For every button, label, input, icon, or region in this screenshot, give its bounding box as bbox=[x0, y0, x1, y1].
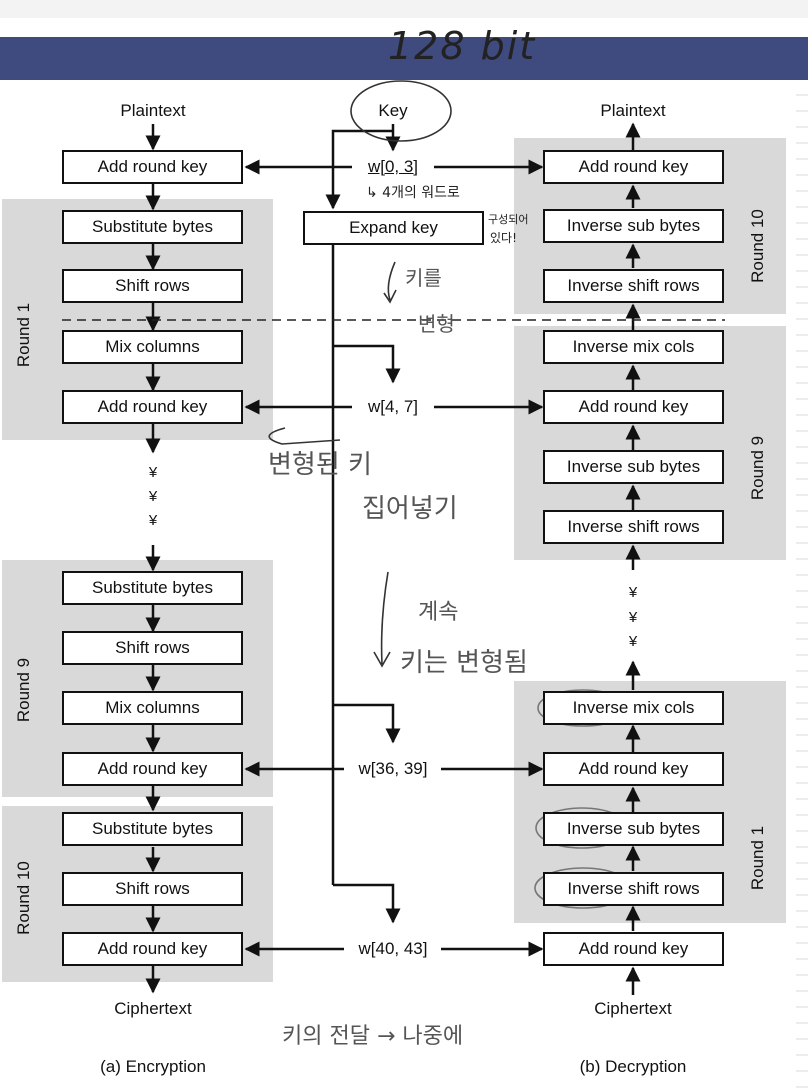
dec-dot-3: ¥ bbox=[628, 633, 638, 650]
dec-r10-inv-sub-bytes: Inverse sub bytes bbox=[543, 209, 724, 243]
enc-r10-add-round-key: Add round key bbox=[62, 932, 243, 966]
dec-r10-inv-shift-rows: Inverse shift rows bbox=[543, 269, 724, 303]
dec-caption: (b) Decryption bbox=[579, 1057, 687, 1076]
page-edge bbox=[796, 80, 808, 1090]
title-banner bbox=[0, 37, 808, 80]
note-key-transform-1: 키를 bbox=[405, 266, 442, 290]
enc-dot-2: ¥ bbox=[148, 488, 158, 505]
expand-key-box: Expand key bbox=[303, 211, 484, 245]
enc-r9-substitute-bytes: Substitute bytes bbox=[62, 571, 243, 605]
key-w0-3: w[0, 3] bbox=[367, 157, 419, 176]
dec-r9-inv-sub-bytes: Inverse sub bytes bbox=[543, 450, 724, 484]
enc-dot-1: ¥ bbox=[148, 464, 158, 481]
dec-r1-inv-sub-bytes: Inverse sub bytes bbox=[543, 812, 724, 846]
key-label: Key bbox=[378, 101, 408, 120]
dec-r1-add-round-key: Add round key bbox=[543, 752, 724, 786]
note-continue: 계속 bbox=[418, 600, 459, 625]
dec-add-round-key-final: Add round key bbox=[543, 932, 724, 966]
dec-ciphertext-label: Ciphertext bbox=[594, 999, 672, 1018]
dec-r9-add-round-key: Add round key bbox=[543, 390, 724, 424]
dec-round1-label: Round 1 bbox=[748, 825, 767, 891]
note-four-words: ↳ 4개의 워드로 bbox=[366, 185, 460, 201]
note-insert: 집어넣기 bbox=[362, 494, 458, 524]
enc-round9-label: Round 9 bbox=[14, 657, 33, 723]
enc-r10-shift-rows: Shift rows bbox=[62, 872, 243, 906]
enc-r9-shift-rows: Shift rows bbox=[62, 631, 243, 665]
enc-r1-mix-columns: Mix columns bbox=[62, 330, 243, 364]
dec-dot-1: ¥ bbox=[628, 584, 638, 601]
key-w40-43: w[40, 43] bbox=[358, 939, 428, 958]
dec-round10-label: Round 10 bbox=[748, 209, 767, 283]
note-key-transform-2: 변형 bbox=[418, 312, 455, 336]
dec-r9-inv-shift-rows: Inverse shift rows bbox=[543, 510, 724, 544]
dec-r10-add-round-key: Add round key bbox=[543, 150, 724, 184]
top-strip bbox=[0, 0, 808, 18]
key-w4-7: w[4, 7] bbox=[367, 397, 419, 416]
handwritten-128bit: 128 bit bbox=[388, 24, 537, 68]
enc-r9-add-round-key: Add round key bbox=[62, 752, 243, 786]
enc-r1-add-round-key: Add round key bbox=[62, 390, 243, 424]
enc-r1-shift-rows: Shift rows bbox=[62, 269, 243, 303]
note-key-delivery: 키의 전달 → 나중에 bbox=[282, 1024, 464, 1049]
dec-r9-inv-mix-cols: Inverse mix cols bbox=[543, 330, 724, 364]
dec-dot-2: ¥ bbox=[628, 609, 638, 626]
enc-plaintext-label: Plaintext bbox=[120, 101, 186, 120]
note-key-transformed: 키는 변형됨 bbox=[400, 648, 528, 678]
enc-ciphertext-label: Ciphertext bbox=[114, 999, 192, 1018]
enc-r1-substitute-bytes: Substitute bytes bbox=[62, 210, 243, 244]
dec-round9-label: Round 9 bbox=[748, 435, 767, 501]
enc-r9-mix-columns: Mix columns bbox=[62, 691, 243, 725]
enc-r10-substitute-bytes: Substitute bytes bbox=[62, 812, 243, 846]
note-transformed-key: 변형된 키 bbox=[268, 450, 372, 480]
enc-caption: (a) Encryption bbox=[100, 1057, 206, 1076]
enc-round1-label: Round 1 bbox=[14, 302, 33, 368]
note-composed-1: 구성되어 bbox=[488, 213, 529, 226]
enc-round10-label: Round 10 bbox=[14, 861, 33, 935]
note-composed-2: 있다! bbox=[490, 231, 517, 245]
enc-dot-3: ¥ bbox=[148, 512, 158, 529]
dec-plaintext-label: Plaintext bbox=[600, 101, 666, 120]
key-w36-39: w[36, 39] bbox=[358, 759, 428, 778]
dec-r1-inv-mix-cols: Inverse mix cols bbox=[543, 691, 724, 725]
enc-add-round-key-0: Add round key bbox=[62, 150, 243, 184]
dec-r1-inv-shift-rows: Inverse shift rows bbox=[543, 872, 724, 906]
